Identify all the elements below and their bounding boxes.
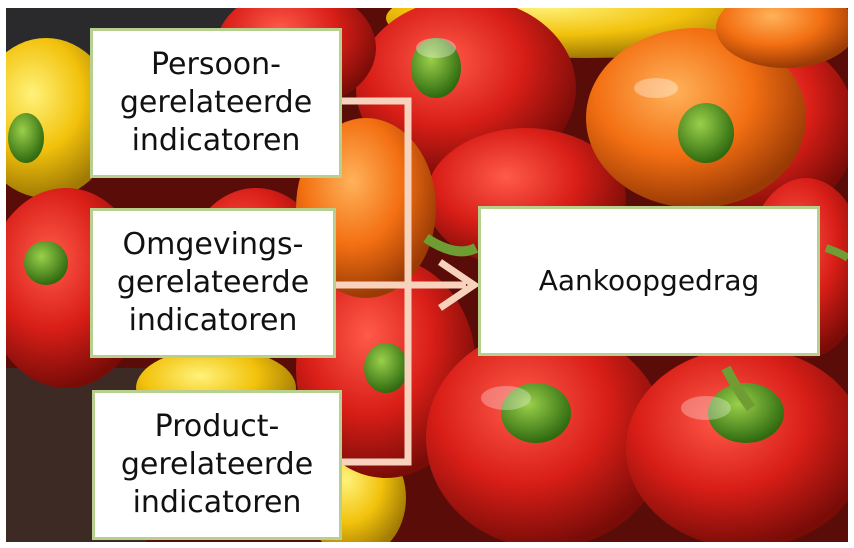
environment-indicators-box: Omgevings- gerelateerde indicatoren bbox=[90, 208, 336, 358]
person-indicators-box: Persoon- gerelateerde indicatoren bbox=[90, 28, 342, 178]
environment-indicators-label: Omgevings- gerelateerde indicatoren bbox=[117, 226, 309, 340]
product-indicators-box: Product- gerelateerde indicatoren bbox=[92, 390, 342, 540]
product-indicators-label: Product- gerelateerde indicatoren bbox=[121, 408, 313, 522]
purchase-behavior-box: Aankoopgedrag bbox=[478, 206, 820, 356]
person-indicators-label: Persoon- gerelateerde indicatoren bbox=[120, 46, 312, 160]
purchase-behavior-label: Aankoopgedrag bbox=[539, 262, 760, 300]
